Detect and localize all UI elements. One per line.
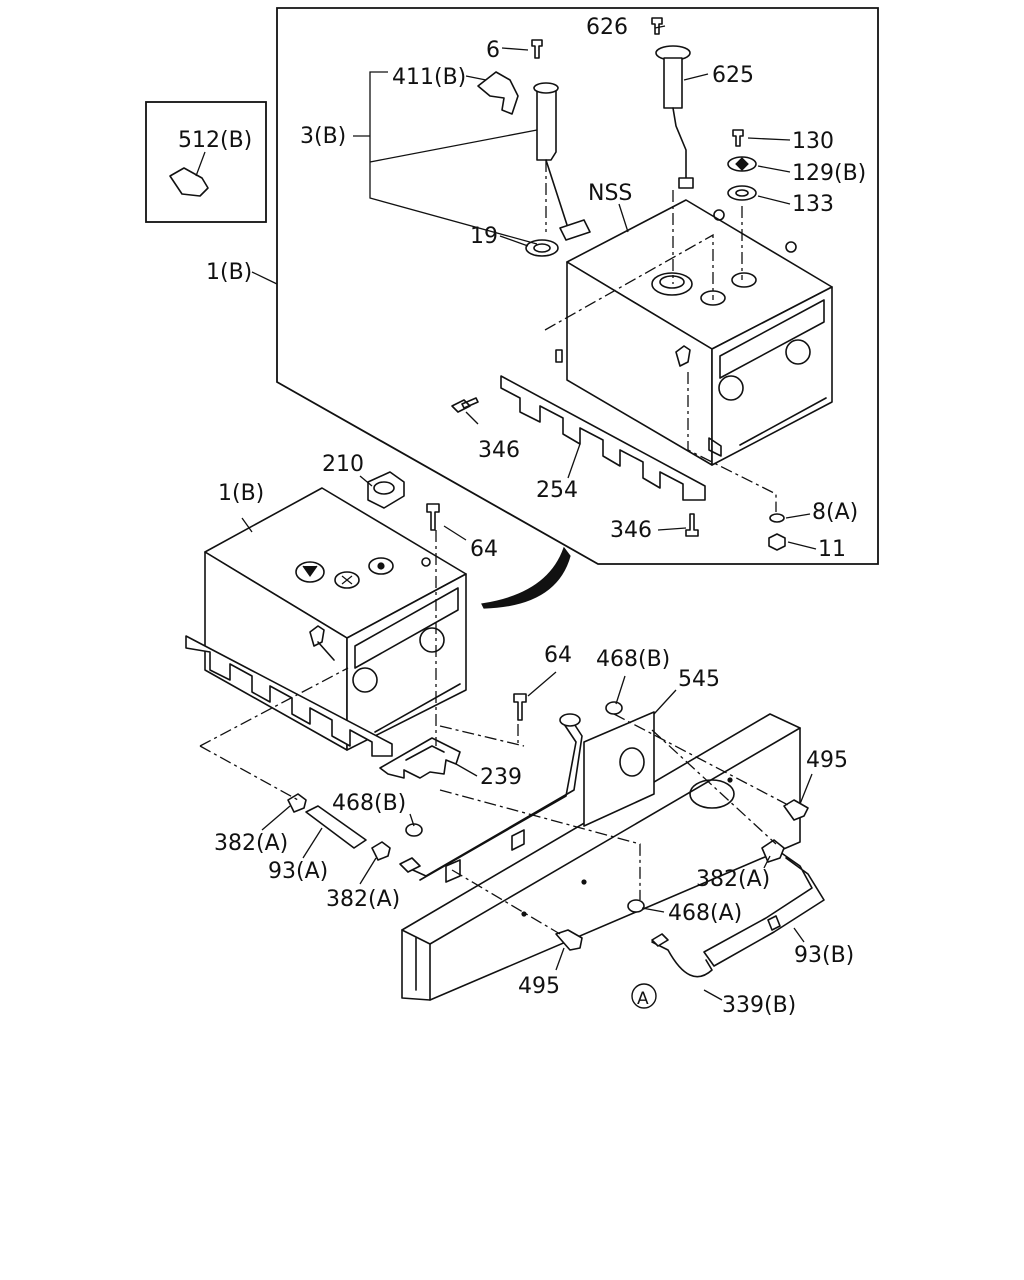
label-382a-1: 382(A)	[214, 831, 288, 856]
clip-411b	[477, 71, 519, 115]
mounting-bracket-254	[500, 375, 706, 501]
hose-clamp-382a-3	[761, 839, 785, 863]
hose-93a	[305, 805, 367, 849]
fuel-tank-assembly	[204, 487, 467, 751]
bolt-495-left	[555, 929, 583, 951]
fuel-pipe-545	[403, 715, 583, 877]
label-468a: 468(A)	[668, 901, 742, 926]
label-495-left: 495	[518, 974, 560, 999]
hose-93b	[703, 851, 825, 967]
hose-clamp-382a-2	[371, 841, 391, 861]
washer-8a	[769, 513, 785, 523]
bolt-64-upper	[426, 503, 440, 531]
bracket-239	[379, 737, 461, 779]
label-210: 210	[322, 452, 364, 477]
filler-cap-210	[367, 471, 405, 509]
bolt-64-lower	[513, 693, 527, 721]
reference-circle-a	[631, 983, 657, 1009]
label-133: 133	[792, 192, 834, 217]
label-1b-top: 1(B)	[206, 260, 252, 285]
screw-626	[651, 17, 663, 35]
clip-512b	[169, 167, 209, 197]
label-3b: 3(B)	[300, 124, 346, 149]
bracket-stud	[555, 349, 563, 363]
screw-130	[732, 129, 744, 147]
clamp-339b	[651, 941, 713, 978]
sender-unit-3b	[533, 82, 591, 241]
label-625: 625	[712, 63, 754, 88]
label-339b: 339(B)	[722, 993, 796, 1018]
nut-468b-upper	[605, 701, 623, 715]
label-93a: 93(A)	[268, 859, 328, 884]
label-512b: 512(B)	[178, 128, 252, 153]
label-468b-lower: 468(B)	[332, 791, 406, 816]
frame-rail	[401, 713, 801, 1001]
label-1b-mid: 1(B)	[218, 481, 264, 506]
callout-arrow	[481, 546, 571, 609]
label-64-lower: 64	[544, 643, 572, 668]
bolt-346-lower	[685, 513, 699, 537]
label-circle-a: A	[637, 989, 649, 1009]
label-130: 130	[792, 129, 834, 154]
label-6: 6	[486, 38, 500, 63]
label-626: 626	[586, 15, 628, 40]
detail-frame	[276, 7, 879, 565]
callout-labels: 626 6 625 411(B) 3(B) 512(B) 130 129(B) …	[178, 15, 866, 1018]
screw-6	[531, 39, 543, 59]
bolt-346-upper	[451, 397, 479, 413]
gasket-133	[727, 185, 757, 201]
label-nss: NSS	[588, 181, 632, 206]
label-93b: 93(B)	[794, 943, 854, 968]
label-239: 239	[480, 765, 522, 790]
label-545: 545	[678, 667, 720, 692]
label-254: 254	[536, 478, 578, 503]
label-346-upper: 346	[478, 438, 520, 463]
label-11: 11	[818, 537, 846, 562]
label-382a-3: 382(A)	[696, 867, 770, 892]
hose-clamp-382a-1	[287, 793, 307, 813]
label-382a-2: 382(A)	[326, 887, 400, 912]
label-129b: 129(B)	[792, 161, 866, 186]
label-346-lower: 346	[610, 518, 652, 543]
label-64-upper: 64	[470, 537, 498, 562]
inset-box-512	[145, 101, 267, 223]
label-468b-upper: 468(B)	[596, 647, 670, 672]
fuel-gauge-625	[655, 45, 694, 189]
label-495-right: 495	[806, 748, 848, 773]
nut-11	[768, 533, 786, 551]
nut-468a	[627, 899, 645, 913]
gasket-19	[525, 239, 559, 257]
label-19: 19	[470, 224, 498, 249]
label-411b: 411(B)	[392, 65, 466, 90]
fuel-tank-detail	[566, 199, 833, 466]
mounting-bracket-mid	[185, 635, 393, 757]
bolt-495-right	[783, 799, 809, 821]
label-8a: 8(A)	[812, 500, 858, 525]
